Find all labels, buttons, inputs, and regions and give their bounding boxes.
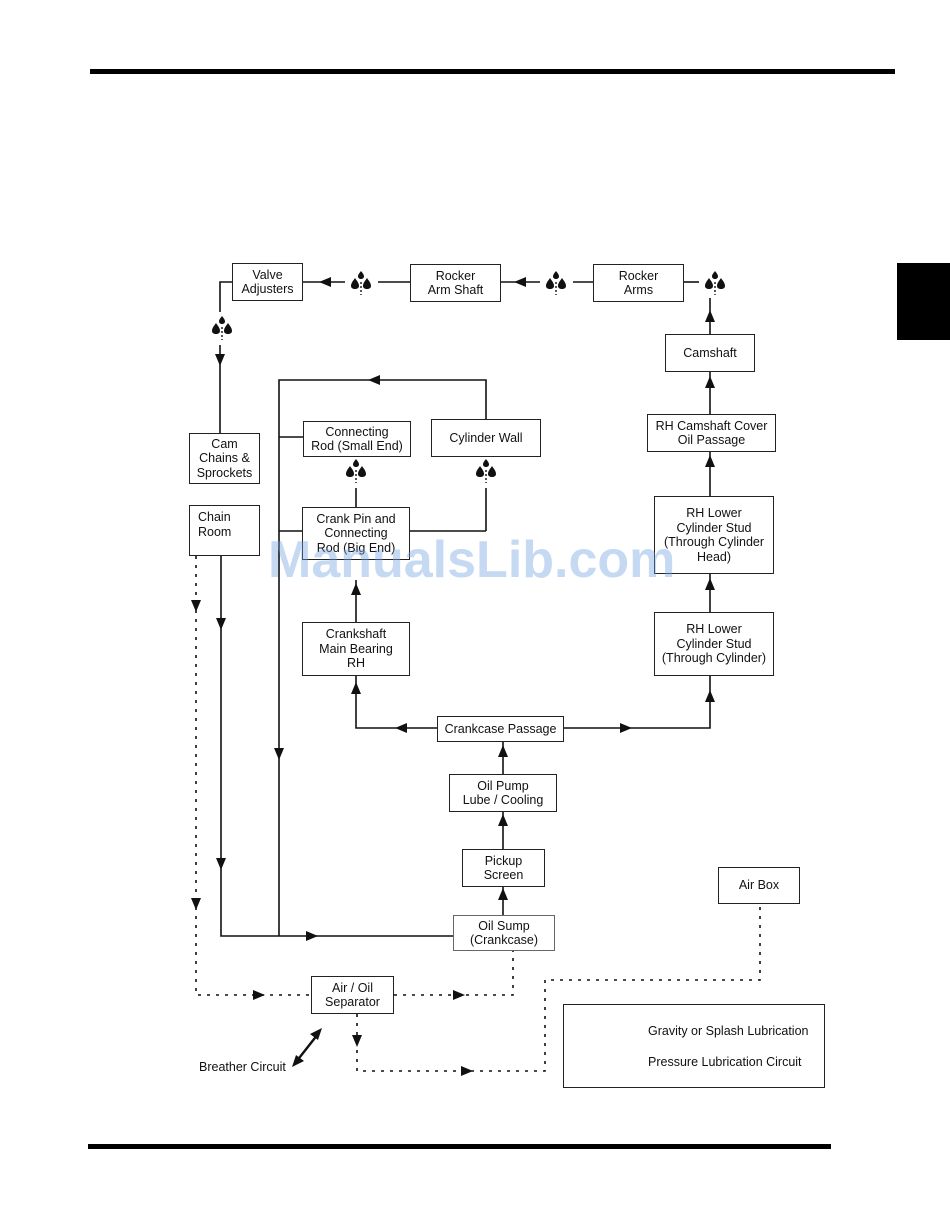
oil-sump-box: Oil Sump (Crankcase) xyxy=(453,915,555,951)
legend-pressure-label: Pressure Lubrication Circuit xyxy=(648,1055,802,1069)
rh-lower-stud-head-box: RH Lower Cylinder Stud (Through Cylinder… xyxy=(654,496,774,574)
legend-box: Gravity or Splash Lubrication Pressure L… xyxy=(563,1004,825,1088)
watermark: ManualsLib.com xyxy=(268,531,676,589)
rh-camshaft-cover-box: RH Camshaft Cover Oil Passage xyxy=(647,414,776,452)
bottom-rule xyxy=(88,1144,831,1149)
crank-pin-box: Crank Pin and Connecting Rod (Big End) xyxy=(302,507,410,560)
air-oil-separator-box: Air / Oil Separator xyxy=(311,976,394,1014)
connecting-rod-small-end-box: Connecting Rod (Small End) xyxy=(303,421,411,457)
top-rule xyxy=(90,69,895,74)
cylinder-wall-box: Cylinder Wall xyxy=(431,419,541,457)
air-box: Air Box xyxy=(718,867,800,904)
crankshaft-main-bearing-box: Crankshaft Main Bearing RH xyxy=(302,622,410,676)
rh-lower-stud-cylinder-box: RH Lower Cylinder Stud (Through Cylinder… xyxy=(654,612,774,676)
rocker-arm-shaft-box: Rocker Arm Shaft xyxy=(410,264,501,302)
section-tab xyxy=(897,263,950,340)
rocker-arms-box: Rocker Arms xyxy=(593,264,684,302)
oil-pump-box: Oil Pump Lube / Cooling xyxy=(449,774,557,812)
valve-adjusters-box: Valve Adjusters xyxy=(232,263,303,301)
cam-chains-box: Cam Chains & Sprockets xyxy=(189,433,260,484)
pickup-screen-box: Pickup Screen xyxy=(462,849,545,887)
breather-circuit-label: Breather Circuit xyxy=(199,1060,286,1074)
legend-gravity-label: Gravity or Splash Lubrication xyxy=(648,1024,809,1038)
crankcase-passage-box: Crankcase Passage xyxy=(437,716,564,742)
chain-room-box: Chain Room xyxy=(189,505,260,556)
camshaft-box: Camshaft xyxy=(665,334,755,372)
